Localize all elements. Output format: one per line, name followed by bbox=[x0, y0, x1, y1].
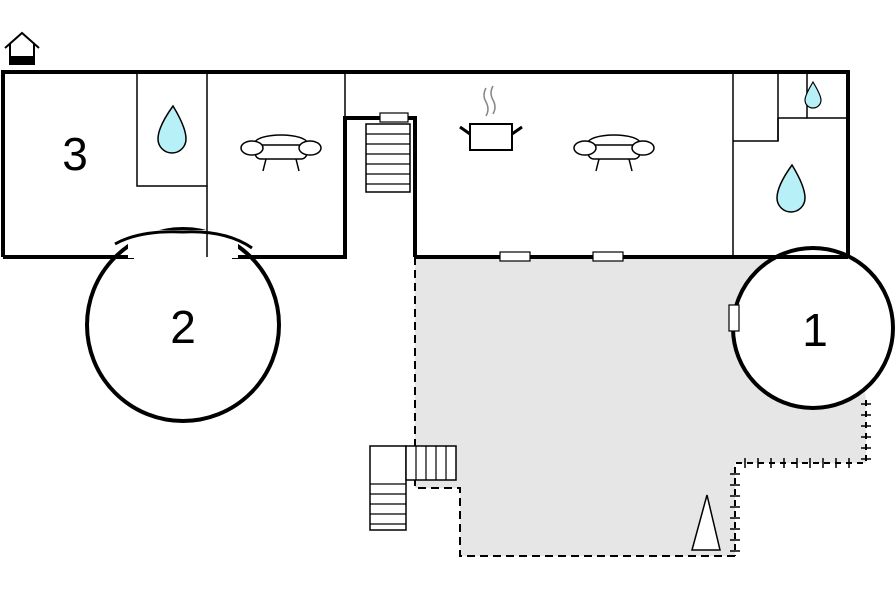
room-1: 1 bbox=[728, 246, 895, 410]
tent-icon bbox=[691, 494, 721, 551]
stairs-icon bbox=[369, 445, 457, 531]
sofa-icon bbox=[573, 134, 655, 172]
cooking-pot-icon bbox=[459, 85, 523, 151]
sofa-icon bbox=[240, 134, 322, 172]
room-number-1: 1 bbox=[802, 304, 828, 356]
room-2: 2 bbox=[85, 227, 281, 423]
building-walls bbox=[1, 70, 850, 259]
water-drop-icon bbox=[804, 80, 822, 109]
door-icon bbox=[728, 304, 740, 332]
stairs-icon bbox=[365, 123, 411, 193]
room-number-3: 3 bbox=[62, 128, 88, 180]
house-entrance-icon bbox=[4, 31, 40, 65]
water-drop-icon bbox=[157, 104, 187, 154]
door-icon bbox=[379, 112, 624, 262]
room-number-2: 2 bbox=[170, 301, 196, 353]
water-drop-icon bbox=[776, 163, 806, 213]
fence bbox=[730, 400, 871, 556]
